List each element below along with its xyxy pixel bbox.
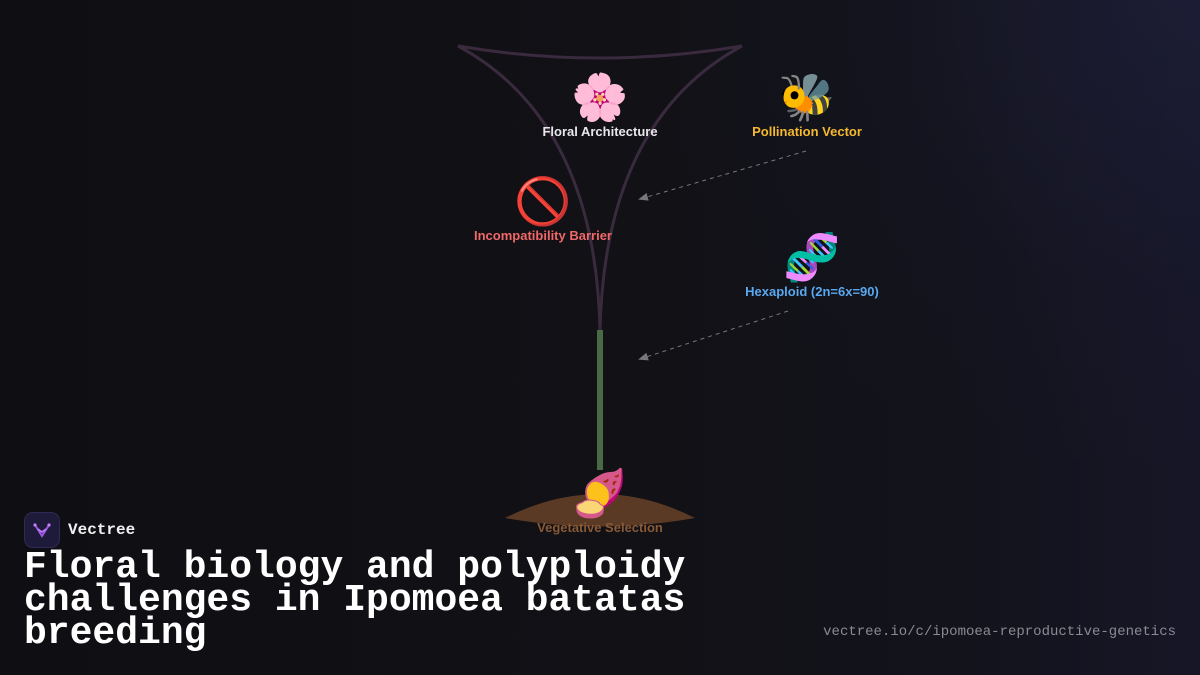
vectree-logo-icon <box>24 512 60 548</box>
pollination-vector-node: 🐝 Pollination Vector <box>752 70 862 139</box>
hexaploid-label: Hexaploid (2n=6x=90) <box>745 284 879 299</box>
soil-mound <box>505 494 695 527</box>
funnel-outline <box>457 44 743 331</box>
prohibited-icon: 🚫 <box>514 174 572 228</box>
vegetative-selection-node: 🍠 Vegetative Selection <box>537 466 663 535</box>
floral-architecture-label: Floral Architecture <box>542 124 658 139</box>
dna-icon: 🧬 <box>783 230 841 284</box>
sweet-potato-icon: 🍠 <box>571 466 629 520</box>
pollination-arrow <box>638 150 807 201</box>
source-url: vectree.io/c/ipomoea-reproductive-geneti… <box>823 624 1176 640</box>
brand: Vectree <box>24 512 135 548</box>
vegetative-selection-label: Vegetative Selection <box>537 520 663 535</box>
hexaploid-arrow <box>638 310 789 361</box>
incompatibility-barrier-label: Incompatibility Barrier <box>474 228 612 243</box>
flower-icon: 🌸 <box>571 70 629 124</box>
brand-name: Vectree <box>68 521 136 539</box>
bee-icon: 🐝 <box>778 70 836 124</box>
incompatibility-barrier-node: 🚫 Incompatibility Barrier <box>474 174 612 243</box>
hexaploid-node: 🧬 Hexaploid (2n=6x=90) <box>745 230 879 299</box>
floral-architecture-node: 🌸 Floral Architecture <box>542 70 657 139</box>
pollination-vector-label: Pollination Vector <box>752 124 862 139</box>
page-title: Floral biology and polyploidy challenges… <box>24 546 686 655</box>
